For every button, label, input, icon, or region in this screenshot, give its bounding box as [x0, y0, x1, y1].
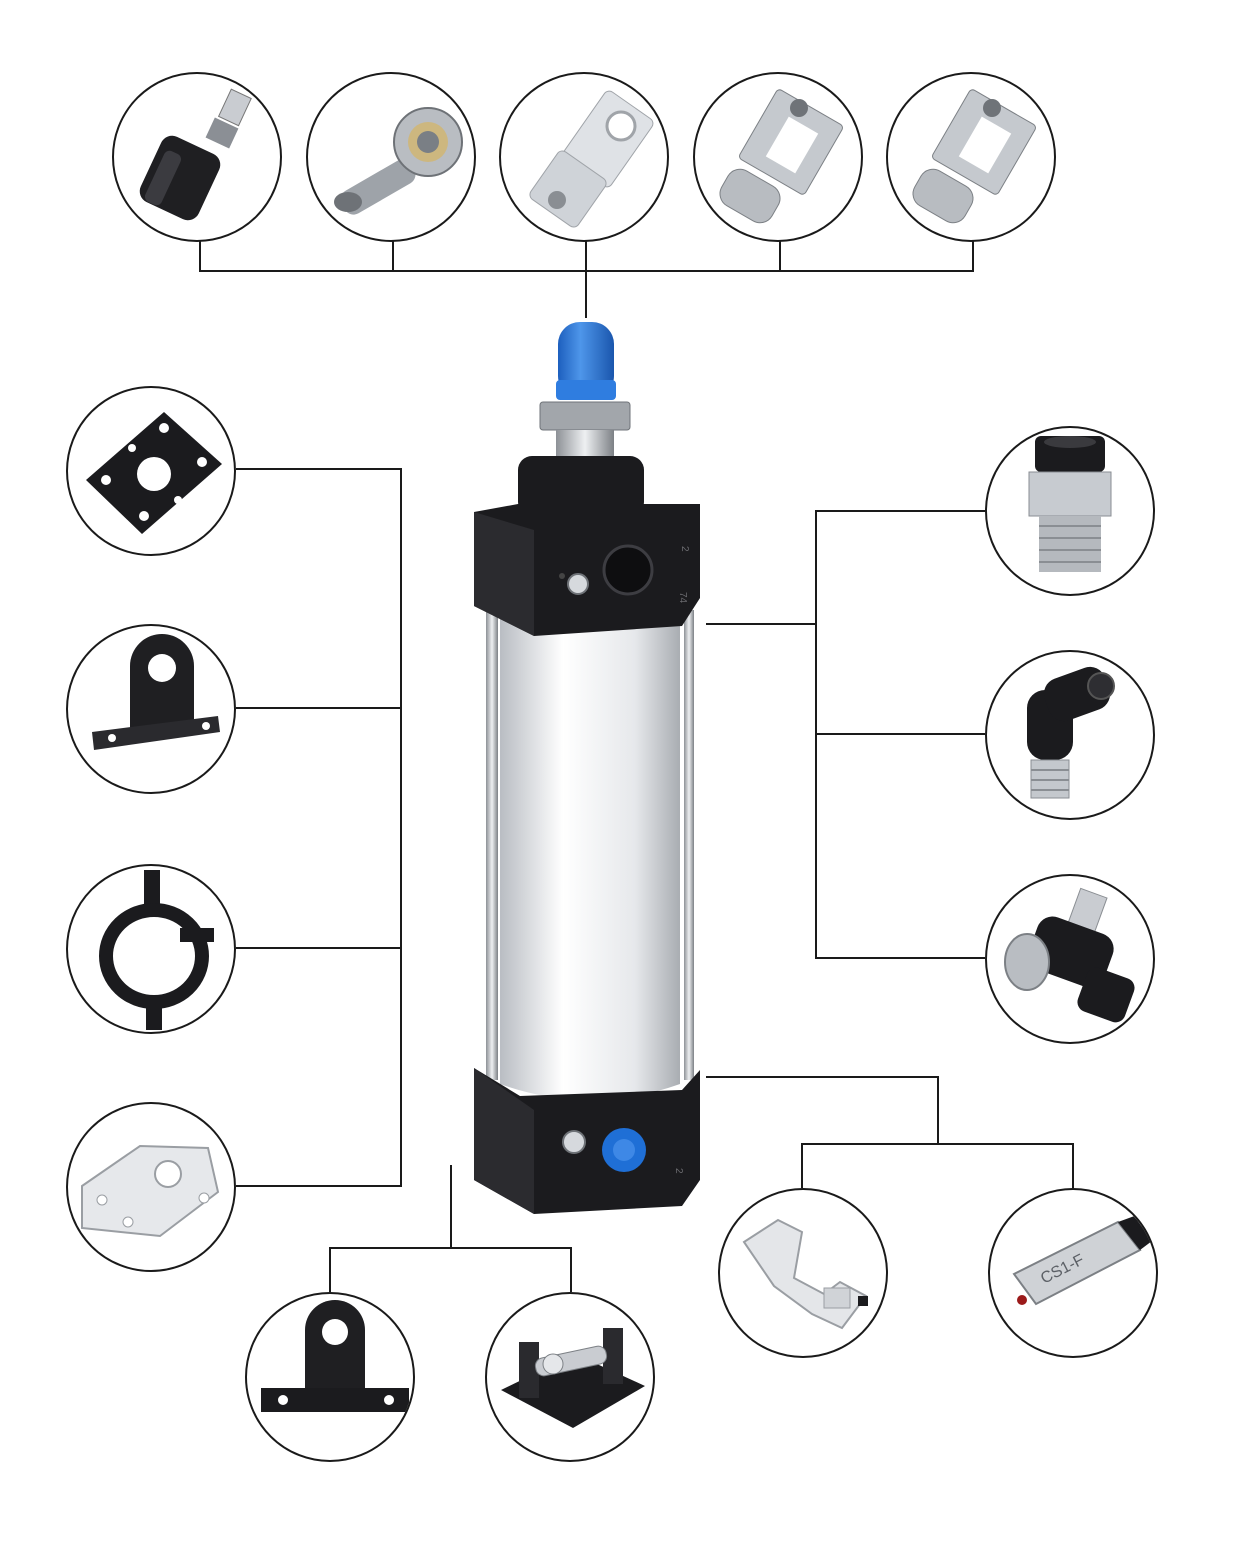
flange-plate-icon	[86, 412, 222, 534]
speed-control-valve-icon	[1004, 887, 1135, 1023]
double-clevis-rear-bracket-circle[interactable]	[485, 1292, 655, 1462]
straight-push-fitting-circle[interactable]	[985, 426, 1155, 596]
flange-mounting-plate-circle[interactable]	[66, 386, 236, 556]
sensor-mounting-clamp-circle[interactable]	[718, 1188, 888, 1358]
i-joint-clevis-icon	[529, 90, 654, 228]
single-clevis-rear-bracket-circle[interactable]	[245, 1292, 415, 1462]
rear-double-clevis-icon	[501, 1328, 645, 1428]
magnetic-reed-switch-circle[interactable]: CS1-F	[988, 1188, 1158, 1358]
y-joint-floating-icon	[912, 89, 1036, 224]
straight-fitting-icon	[1028, 436, 1112, 572]
rod-end-universal-joint-circle[interactable]	[112, 72, 282, 242]
trunnion-ring-bracket-circle[interactable]	[66, 864, 236, 1034]
elbow-push-fitting-circle[interactable]	[985, 650, 1155, 820]
speed-control-valve-circle[interactable]	[985, 874, 1155, 1044]
trunnion-ring-icon	[99, 870, 214, 1030]
single-ear-bracket-circle[interactable]	[66, 624, 236, 794]
elbow-fitting-icon	[1027, 666, 1115, 799]
rod-end-ball-joint-circle[interactable]	[306, 72, 476, 242]
rod-end-y-joint-circle[interactable]	[693, 72, 863, 242]
rear-single-clevis-icon	[261, 1300, 409, 1412]
foot-bracket-icon	[81, 1144, 220, 1238]
reed-switch-icon: CS1-F	[1012, 1214, 1156, 1306]
rod-end-single-clevis-circle[interactable]	[499, 72, 669, 242]
ball-joint-icon	[334, 107, 463, 215]
rod-end-y-joint-floating-circle[interactable]	[886, 72, 1056, 242]
universal-joint-icon	[139, 88, 252, 221]
y-joint-clevis-icon	[719, 89, 843, 224]
single-ear-bracket-icon	[92, 634, 220, 750]
sensor-clamp-icon	[742, 1218, 868, 1330]
foot-mounting-bracket-circle[interactable]	[66, 1102, 236, 1272]
